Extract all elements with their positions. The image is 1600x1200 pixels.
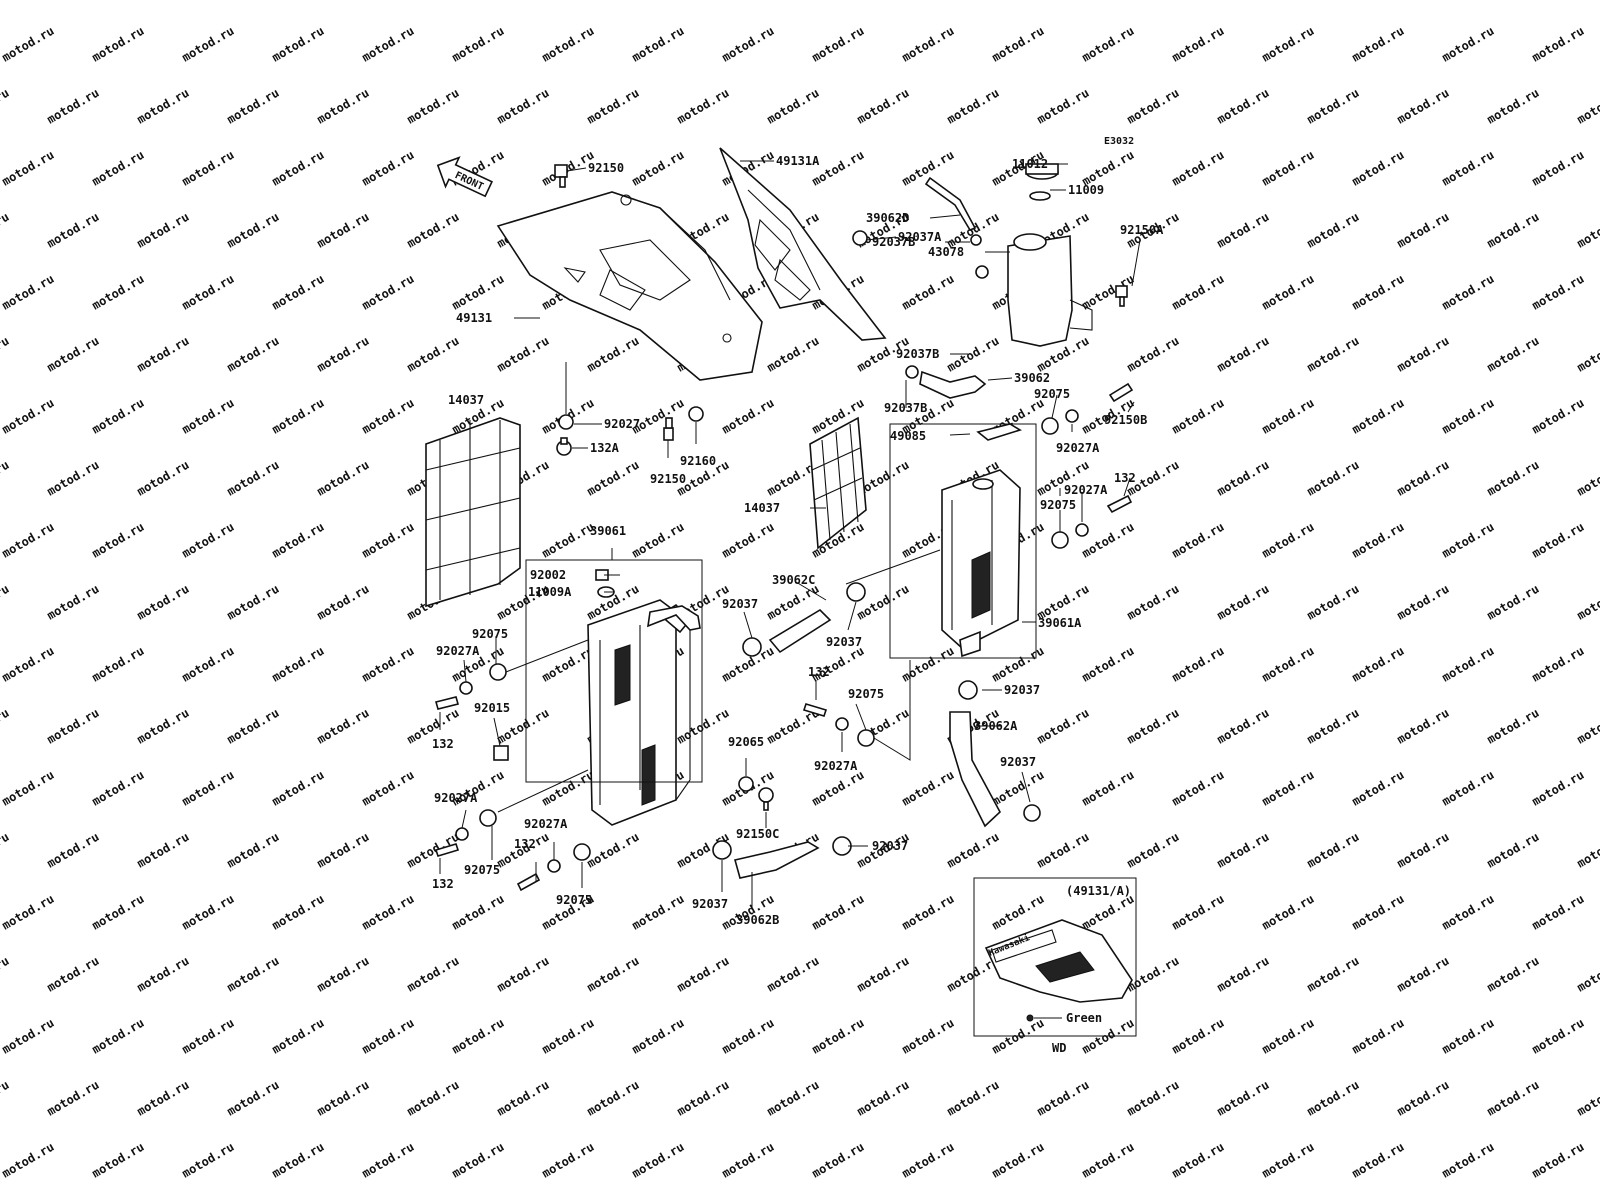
callout-92027A-r2: 92027A — [1064, 483, 1108, 497]
shroud-left-49131 — [496, 191, 763, 381]
callout-14037-l: 14037 — [448, 393, 484, 407]
callout-49131A: 49131A — [776, 154, 820, 168]
callout-49085: 49085 — [890, 429, 926, 443]
bolt-132-l3 — [516, 872, 541, 892]
callout-92150B: 92150B — [1104, 413, 1147, 427]
radiator-right-39061A — [941, 469, 1021, 658]
leader-lines — [439, 160, 1141, 908]
callout-92027: 92027 — [604, 417, 640, 431]
callout-92037-f: 92037 — [692, 897, 728, 911]
inset-variant-label: WD — [1052, 1041, 1066, 1055]
callout-92075-l1: 92075 — [472, 627, 508, 641]
callout-92065: 92065 — [728, 735, 764, 749]
callout-92037-c: 92037 — [1004, 683, 1040, 697]
callout-14037-c: 14037 — [744, 501, 780, 515]
group-box-39061A — [889, 423, 1037, 659]
diagram-code: E3032 — [1104, 136, 1134, 147]
hose-39062A — [949, 711, 1001, 828]
shroud-right-49131A — [719, 147, 887, 341]
callout-92037B-1: 92037B — [872, 235, 915, 249]
callout-39062C: 39062C — [772, 573, 815, 587]
callout-92027A-l1: 92027A — [436, 644, 480, 658]
inset-title: (49131/A) — [1066, 884, 1131, 898]
callout-132-l1: 132 — [432, 737, 454, 751]
callout-92150-mid: 92150 — [650, 472, 686, 486]
callout-92075-l3: 92075 — [556, 893, 592, 907]
small-parts — [434, 164, 1134, 892]
callout-132-c: 132 — [808, 665, 830, 679]
bolt-92150-top — [554, 164, 568, 188]
callout-11012: 11012 — [1012, 157, 1048, 171]
radiator-left-39061 — [587, 599, 692, 826]
callout-92037-b: 92037 — [826, 635, 862, 649]
callout-92037-a: 92037 — [722, 597, 758, 611]
callout-92037A-1: 92037A — [898, 230, 942, 244]
callout-92027A-c: 92027A — [814, 759, 858, 773]
bolt-132-l1 — [435, 696, 459, 710]
bolt-132-l2 — [434, 843, 460, 857]
callout-92037-e: 92037 — [872, 839, 908, 853]
bolt-92150C — [758, 787, 774, 811]
callout-92027A-l3: 92027A — [524, 817, 568, 831]
screen-left-14037 — [425, 417, 521, 608]
hose-39062D — [924, 176, 977, 231]
callout-92075-l2: 92075 — [464, 863, 500, 877]
callout-92002: 92002 — [530, 568, 566, 582]
callout-39062: 39062 — [1014, 371, 1050, 385]
inset-color-label: Green — [1066, 1011, 1102, 1025]
bolt-132-c — [802, 703, 828, 717]
bolt-92150A — [1115, 285, 1128, 307]
callout-92075-c: 92075 — [848, 687, 884, 701]
gasket-11009 — [1029, 191, 1051, 201]
bolt-92150B — [1108, 382, 1134, 403]
callout-92037B-3: 92037B — [884, 401, 927, 415]
bolt-132A — [556, 437, 572, 456]
callout-11009-top: 11009 — [1068, 183, 1104, 197]
callout-92150-top: 92150 — [588, 161, 624, 175]
callout-43078: 43078 — [928, 245, 964, 259]
callout-132-l3: 132 — [432, 877, 454, 891]
callout-132-r: 132 — [1114, 471, 1136, 485]
callout-39062D: 39062D — [866, 211, 909, 225]
inset-frame — [973, 877, 1137, 1037]
hose-39062 — [919, 370, 987, 399]
green-marker-dot — [1026, 1014, 1034, 1022]
callout-132A: 132A — [590, 441, 620, 455]
hose-39062C — [768, 608, 832, 654]
hose-39062B — [734, 841, 820, 879]
reservoir-tank-43078 — [1007, 233, 1093, 347]
callout-92150C: 92150C — [736, 827, 779, 841]
cap-11012 — [1025, 163, 1059, 180]
callout-92037B-2: 92037B — [896, 347, 939, 361]
callout-92075-r2: 92075 — [1040, 498, 1076, 512]
callout-92015: 92015 — [474, 701, 510, 715]
callout-92150A: 92150A — [1120, 223, 1164, 237]
hose-upper-left — [647, 605, 701, 631]
bolt-92150-mid — [663, 417, 674, 441]
callout-49131: 49131 — [456, 311, 492, 325]
callout-39062B: 39062B — [736, 913, 779, 927]
callout-39061: 39061 — [590, 524, 626, 538]
callout-11009A: 11009A — [528, 585, 572, 599]
callout-92027A-l2: 92027A — [434, 791, 478, 805]
screen-center-14037 — [809, 416, 867, 550]
callout-39061A: 39061A — [1038, 616, 1082, 630]
callout-92027A-r1: 92027A — [1056, 441, 1100, 455]
callout-39062A: 39062A — [974, 719, 1018, 733]
inset-shroud-variant — [973, 877, 1137, 1037]
group-box-39061 — [525, 559, 703, 783]
callout-92037-d: 92037 — [1000, 755, 1036, 769]
callout-132-l2: 132 — [514, 837, 536, 851]
bolt-132-right — [1106, 494, 1133, 514]
callout-92075-r1: 92075 — [1034, 387, 1070, 401]
callout-92160: 92160 — [680, 454, 716, 468]
